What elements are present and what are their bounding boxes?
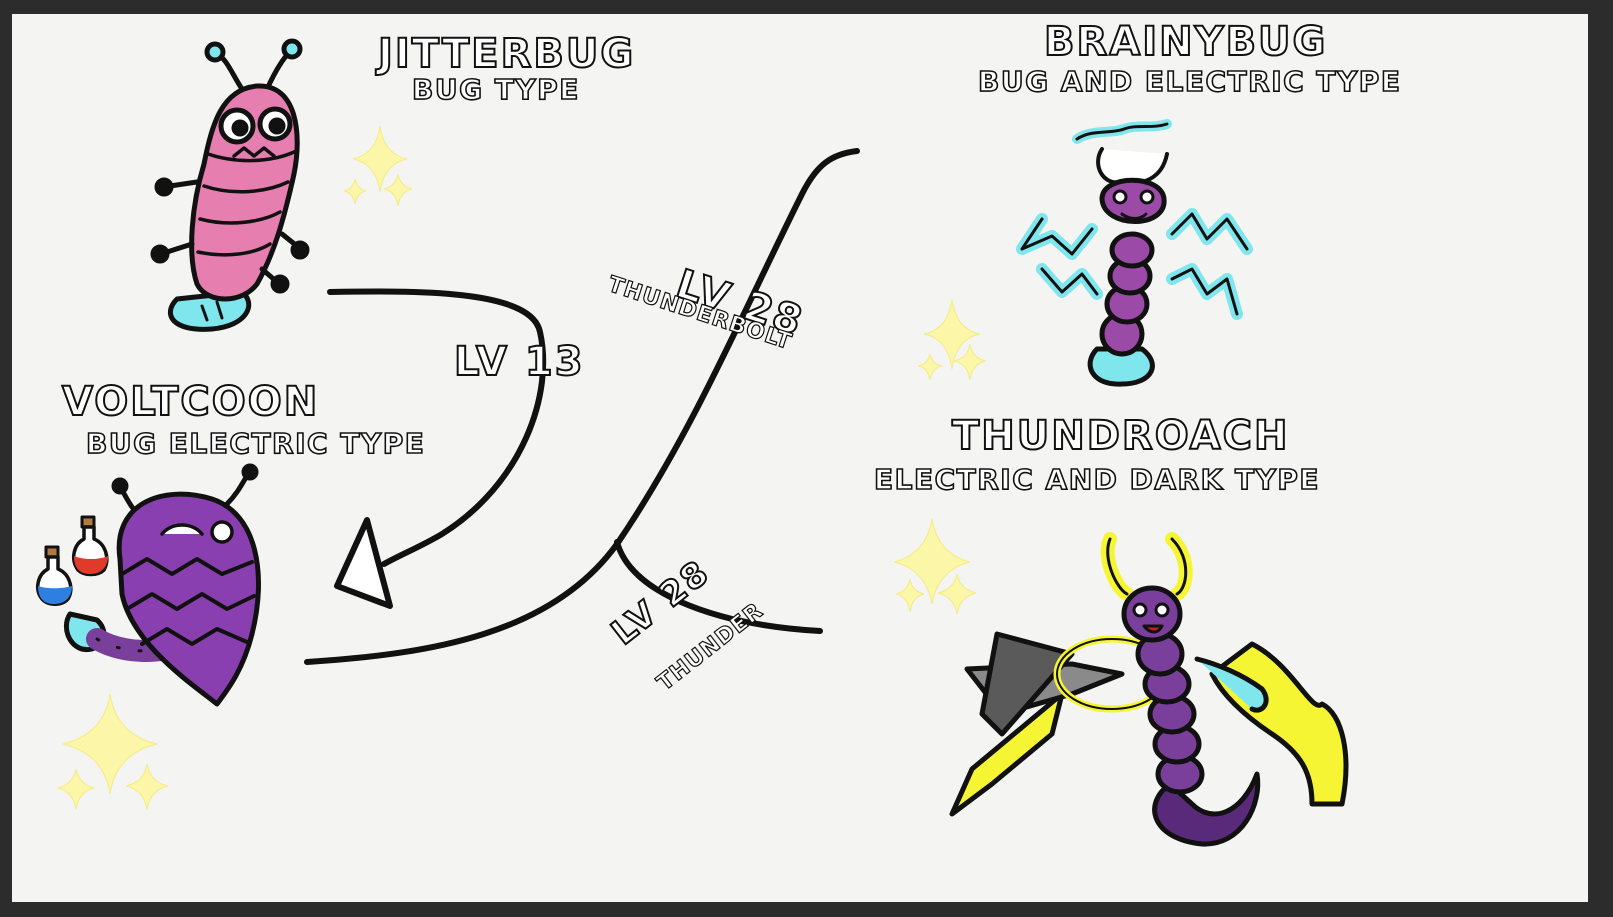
voltcoon-name: VOLTCOON <box>61 379 320 425</box>
evolution-level-voltcoon: LV 13 <box>453 339 585 385</box>
sparkle-icon <box>917 298 987 381</box>
voltcoon-illustration <box>36 463 262 707</box>
jitterbug-illustration <box>150 38 310 332</box>
branch-line-thunder <box>614 539 823 634</box>
brainybug-type: BUG AND ELECTRIC TYPE <box>977 65 1402 98</box>
evolution-arrow-lv13 <box>327 288 547 567</box>
sparkle-icon <box>343 125 413 207</box>
arrow-head <box>334 517 393 609</box>
branch-line-main <box>304 148 860 665</box>
thundroach-illustration <box>949 532 1349 847</box>
voltcoon-type: BUG ELECTRIC TYPE <box>85 427 426 460</box>
jitterbug-type: BUG TYPE <box>411 73 580 106</box>
jitterbug-name: JITTERBUG <box>377 31 636 77</box>
brainybug-illustration <box>1016 119 1253 387</box>
thundroach-type: ELECTRIC AND DARK TYPE <box>873 463 1321 496</box>
potion-icon <box>72 515 109 577</box>
drawing-canvas: JITTERBUG BUG TYPE VOLTCOON BUG ELECTRIC… <box>12 14 1588 902</box>
sparkle-icon <box>56 693 169 811</box>
brainybug-name: BRAINYBUG <box>1043 19 1328 65</box>
sparkle-icon <box>893 518 977 615</box>
thundroach-name: THUNDROACH <box>951 413 1290 459</box>
artwork <box>36 38 1349 847</box>
potion-icon <box>36 545 73 606</box>
